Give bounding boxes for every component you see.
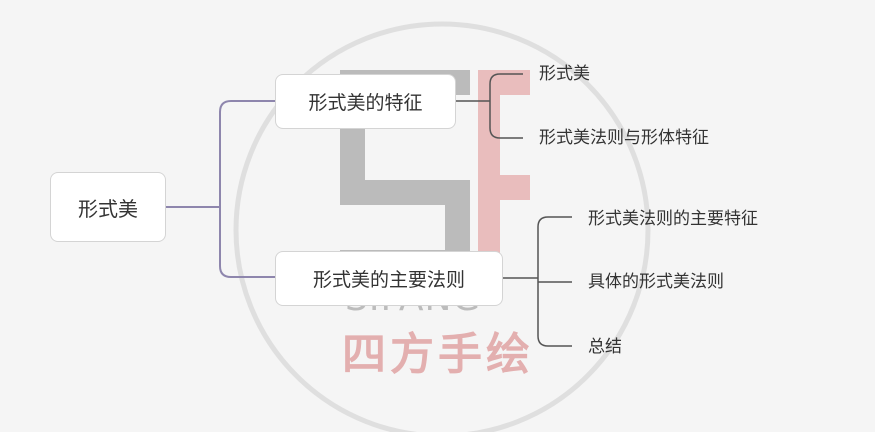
leaf-node[interactable]: 总结 — [588, 337, 622, 357]
branch-node-label: 形式美的主要法则 — [312, 269, 465, 291]
watermark-chinese: 四方手绘 — [342, 329, 534, 380]
connector-root-branch2 — [219, 207, 275, 278]
leaf-node[interactable]: 形式美法则的主要特征 — [588, 209, 758, 229]
branch-node-rules[interactable]: 形式美的主要法则 — [275, 251, 503, 306]
root-node-label: 形式美 — [78, 196, 138, 221]
leaf-node[interactable]: 具体的形式美法则 — [588, 272, 724, 292]
branch-node-features[interactable]: 形式美的特征 — [275, 74, 456, 129]
leaf-node[interactable]: 形式美 — [539, 64, 590, 84]
root-node[interactable]: 形式美 — [50, 172, 166, 242]
branch-node-label: 形式美的特征 — [308, 92, 423, 114]
leaf-node[interactable]: 形式美法则与形体特征 — [539, 128, 709, 148]
connector-branch2-leaves — [503, 216, 572, 347]
connector-branch1-leaves — [456, 73, 523, 139]
connector-root-branch1 — [166, 100, 275, 208]
